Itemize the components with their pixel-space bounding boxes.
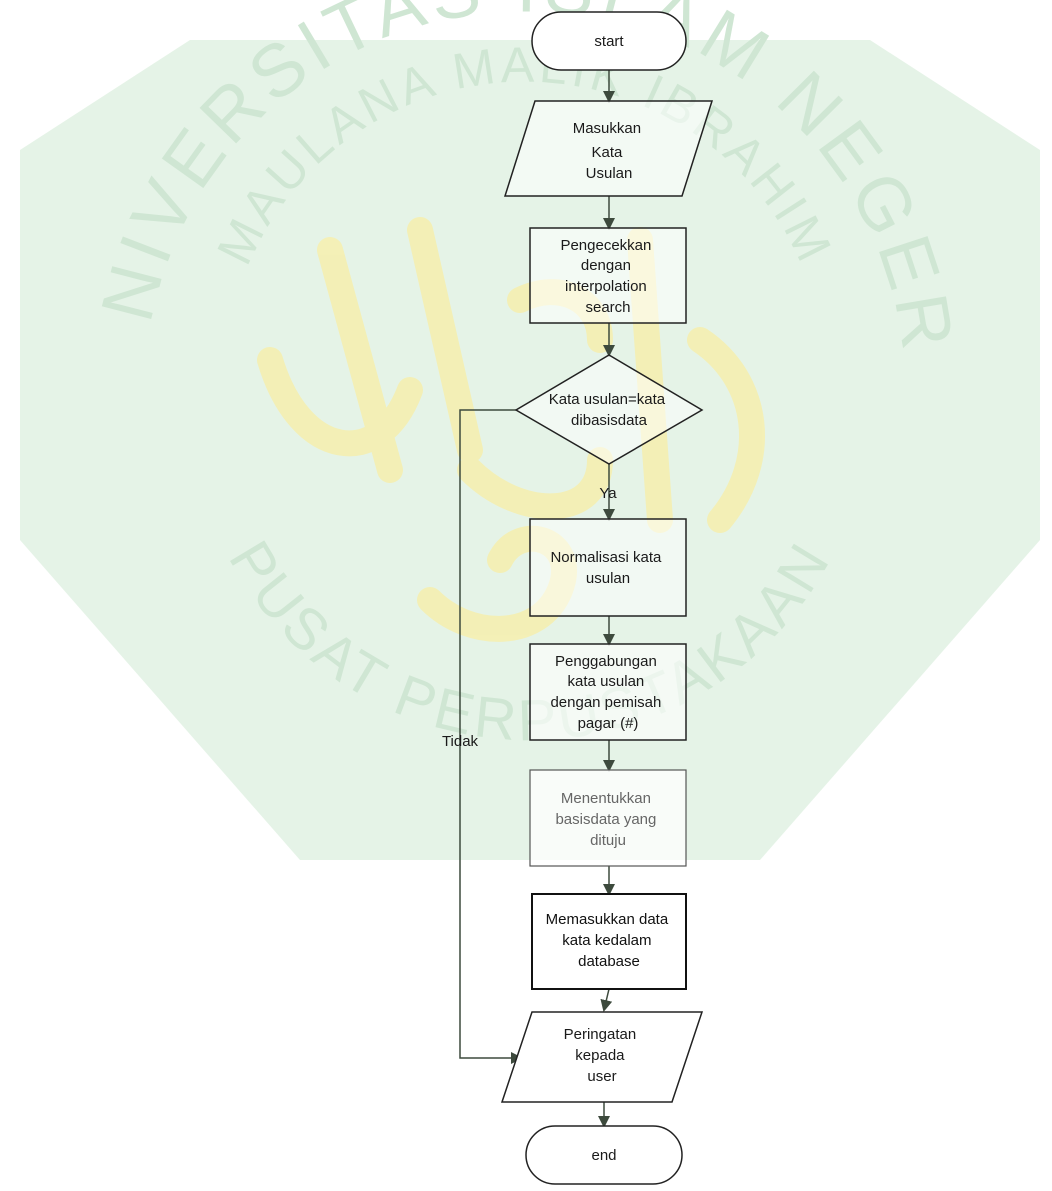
node-decision: Kata usulan=kata dibasisdata	[514, 354, 704, 465]
node-check-line-2: dengan	[581, 257, 631, 274]
svg-text:Masukkan Kata Usul: Masukkan Kata Usulan	[573, 120, 646, 182]
node-insert: Memasukkan data kata kedalam database	[531, 893, 687, 990]
node-start: start	[531, 11, 687, 71]
node-insert-line-3: database	[578, 953, 640, 970]
node-target-line-2: basisdata yang	[555, 811, 656, 828]
node-insert-line-2: kata kedalam	[562, 932, 651, 949]
node-warning-line-3: user	[587, 1068, 616, 1085]
edge-label-no: Tidak	[442, 733, 479, 750]
node-check: Pengecekkan dengan interpolation search	[529, 227, 687, 324]
node-check-line-4: search	[585, 299, 630, 316]
node-insert-line-1: Memasukkan data	[546, 911, 669, 928]
node-start-label: start	[594, 33, 624, 50]
svg-text:Penggabungan kata usulan: Penggabungan kata usulan dengan pemisah …	[550, 653, 665, 732]
node-merge-line-4: pagar (#)	[578, 715, 639, 732]
watermark-badge	[20, 40, 1040, 860]
svg-text:Normalisasi kata usulan: Normalisasi kata usulan	[550, 549, 665, 587]
node-input: Masukkan Kata Usulan	[503, 100, 714, 197]
svg-text:Peringatan kepada: Peringatan kepada user	[564, 1026, 641, 1085]
node-input-line-2: Kata	[591, 144, 623, 161]
connectors	[459, 70, 615, 1128]
node-normalize-line-2: usulan	[586, 570, 630, 587]
node-warning-line-1: Peringatan	[564, 1026, 637, 1043]
node-decision-line-2: dibasisdata	[571, 412, 648, 429]
node-check-line-3: interpolation	[565, 278, 647, 295]
node-decision-line-1: Kata usulan=kata	[549, 391, 666, 408]
node-merge-line-3: dengan pemisah	[550, 694, 661, 711]
node-merge-line-2: kata usulan	[568, 673, 645, 690]
node-merge: Penggabungan kata usulan dengan pemisah …	[529, 643, 687, 741]
node-warning: Peringatan kepada user	[500, 1011, 704, 1103]
edge-insert-to-warning	[600, 988, 613, 1012]
node-input-line-3: Usulan	[586, 165, 633, 182]
watermark: UNIVERSITAS ISLAM NEGERI MAULANA MALIK I…	[0, 0, 1040, 860]
svg-text:Pengecekkan dengan: Pengecekkan dengan interpolation search	[560, 237, 655, 316]
svg-text:Menentukkan basisdata ya: Menentukkan basisdata yang dituju	[555, 790, 660, 849]
svg-text:Memasukkan data kata ked: Memasukkan data kata kedalam database	[546, 911, 673, 970]
node-end-label: end	[591, 1147, 616, 1164]
edge-label-yes: Ya	[599, 485, 617, 502]
node-input-line-1: Masukkan	[573, 120, 641, 137]
edge-decision-no-to-warning	[459, 409, 523, 1064]
node-target: Menentukkan basisdata yang dituju	[529, 769, 687, 867]
node-merge-line-1: Penggabungan	[555, 653, 657, 670]
node-end: end	[525, 1125, 683, 1185]
node-target-line-1: Menentukkan	[561, 790, 651, 807]
node-normalize-line-1: Normalisasi kata	[550, 549, 662, 566]
node-warning-line-2: kepada	[575, 1047, 625, 1064]
svg-text:Kata usulan=kata dibasis: Kata usulan=kata dibasisdata	[549, 391, 670, 429]
node-check-line-1: Pengecekkan	[560, 237, 651, 254]
node-normalize: Normalisasi kata usulan	[529, 518, 687, 617]
node-target-line-3: dituju	[590, 832, 626, 849]
